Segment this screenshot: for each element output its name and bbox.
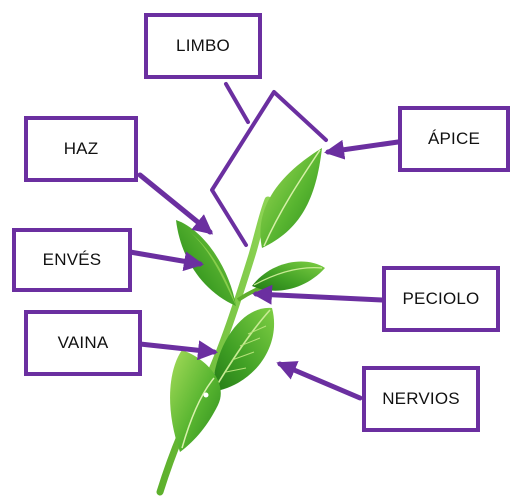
label-enves-text: ENVÉS [43, 250, 102, 270]
label-peciolo: PECIOLO [382, 266, 500, 332]
peciolo-arrow [256, 294, 382, 300]
vaina-arrow [140, 344, 214, 352]
label-vaina-text: VAINA [58, 333, 109, 353]
haz-arrow [140, 175, 210, 232]
petiole-leaf [252, 262, 325, 291]
label-haz: HAZ [24, 116, 138, 182]
label-apice-text: ÁPICE [428, 129, 480, 149]
label-nervios: NERVIOS [362, 366, 480, 432]
apice-arrow [328, 142, 398, 152]
label-limbo-text: LIMBO [176, 36, 230, 56]
label-enves: ENVÉS [12, 228, 132, 292]
pointer-arrows [130, 142, 398, 398]
label-haz-text: HAZ [64, 139, 99, 159]
label-vaina: VAINA [24, 310, 142, 376]
label-apice: ÁPICE [398, 106, 510, 172]
nervios-arrow [280, 364, 360, 398]
label-nervios-text: NERVIOS [382, 389, 460, 409]
water-droplet [204, 393, 209, 398]
label-peciolo-text: PECIOLO [403, 289, 480, 309]
label-limbo: LIMBO [144, 13, 262, 79]
plant-illustration [160, 148, 325, 492]
